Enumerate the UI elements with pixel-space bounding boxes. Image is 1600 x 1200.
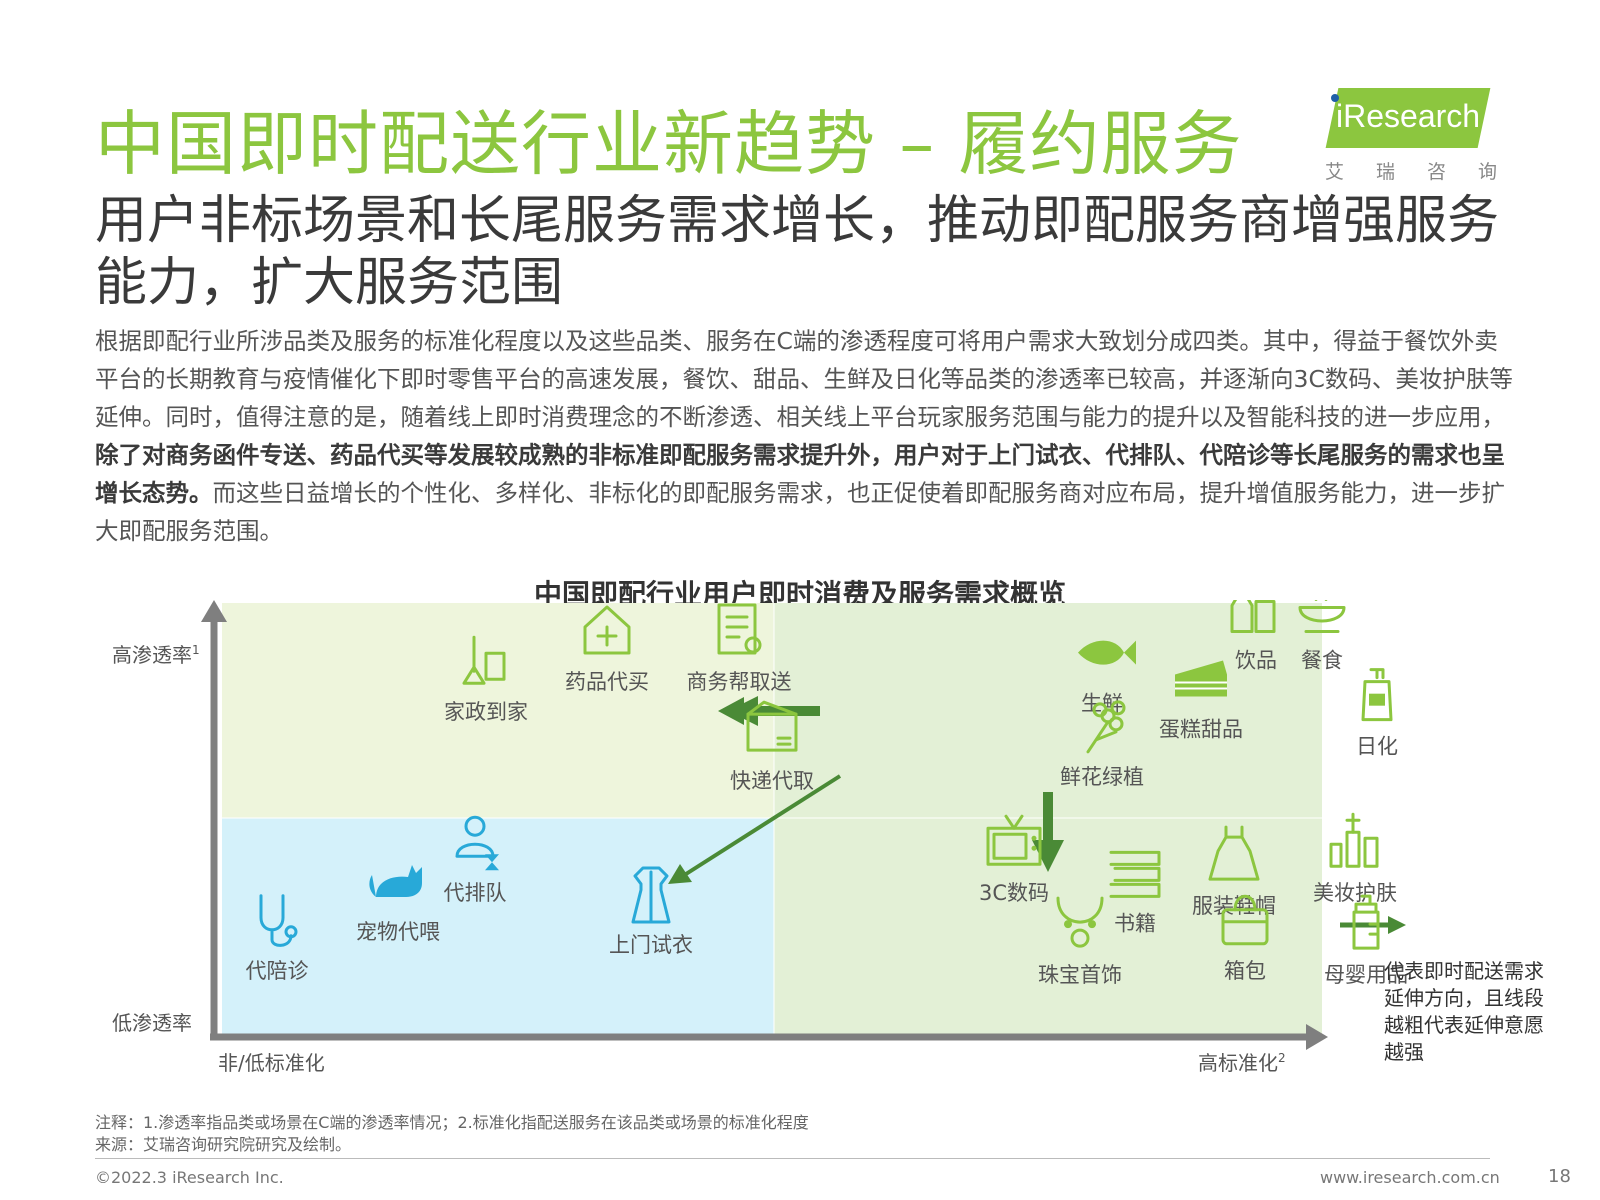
chart-item-label: 药品代买 [565,670,649,694]
website-url: www.iresearch.com.cn [1320,1168,1500,1187]
chart-item-label: 箱包 [1224,959,1266,983]
page-subtitle: 用户非标场景和长尾服务需求增长，推动即配服务商增强服务能力，扩大服务范围 [95,191,1500,313]
stethoscope-icon [259,894,298,947]
chart-item-label: 代陪诊 [246,959,309,983]
quadrant-bottom-left [222,818,774,1034]
page-number: 18 [1548,1166,1571,1187]
chart-item-label: 蛋糕甜品 [1159,717,1243,741]
x-axis-arrow [1306,1024,1328,1050]
cosmetics-icon [1329,812,1379,868]
tv-icon [986,814,1042,866]
jewelry-icon [1056,896,1104,948]
body-text-part1: 根据即配行业所涉品类及服务的标准化程度以及这些品类、服务在C端的渗透程度可将用户… [95,327,1513,431]
footnote: 注释：1.渗透率指品类或场景在C端的渗透率情况；2.标准化指配送服务在该品类或场… [95,1112,809,1156]
logo-cn-text: 艾瑞咨询 [1325,161,1530,183]
footer-divider [95,1158,1490,1159]
legend-text: 代表即时配送需求延伸方向，且线段越粗代表延伸意愿越强 [1384,959,1544,1064]
chart-item-label: 3C数码 [979,881,1049,905]
baby-bottle-icon [1352,894,1380,950]
quadrant-top-right [774,603,1322,818]
cleaning-icon [462,635,506,685]
chart-item-label: 商务帮取送 [687,670,792,694]
chart-item-label: 代排队 [444,881,507,905]
x-axis-high-label: 高标准化2 [1198,1051,1286,1075]
logo-dot-icon [1331,94,1339,102]
chart-item-label: 珠宝首饰 [1038,963,1122,987]
chart-item-label: 日化 [1356,735,1398,759]
x-axis-low-label: 非/低标准化 [218,1051,325,1075]
bowl-icon [1298,600,1346,633]
body-text-part2: 而这些日益增长的个性化、多样化、非标化的即配服务需求，也正促使着即配服务商对应布… [95,479,1505,545]
cake-icon [1175,660,1227,697]
note-text: 注释：1.渗透率指品类或场景在C端的渗透率情况；2.标准化指配送服务在该品类或场… [95,1113,809,1132]
y-axis-high-label: 高渗透率1 [112,643,200,667]
cat-icon [369,865,422,898]
source-text: 来源：艾瑞咨询研究院研究及绘制。 [95,1135,352,1154]
chart-item-label: 母婴用品 [1324,963,1408,987]
chart-item-label: 快递代取 [730,769,814,793]
chart-item-label: 书籍 [1114,911,1156,935]
bottle-icon [1361,668,1393,722]
chart-item-label: 餐食 [1301,648,1343,672]
logo-text: iResearch [1336,98,1481,134]
flower-icon [1086,700,1126,754]
y-axis-low-label: 低渗透率 [112,1011,192,1035]
queue-icon [455,815,499,871]
chart-item-label: 美妆护肤 [1313,881,1397,905]
pharmacy-icon [583,605,631,655]
quadrant-top-left [222,603,774,818]
iresearch-logo: iResearch [1318,86,1491,152]
fish-icon [1078,640,1136,665]
bag-icon [1221,894,1269,946]
body-text-bold: 除了对商务函件专送、药品代买等发展较成熟的非标准即配服务需求提升外，用户对于上门… [95,441,1505,507]
chart-items: 家政到家药品代买商务帮取送快递代取生鲜饮品餐食蛋糕甜品日化鲜花绿植代陪诊宠物代喂… [246,600,1408,987]
clothing-icon [1208,825,1260,881]
chart-item-label: 上门试衣 [609,933,693,957]
chart-item-label: 鲜花绿植 [1060,765,1144,789]
chart-item-label: 宠物代喂 [356,920,440,944]
document-icon [717,603,762,655]
drinks-icon [1230,600,1276,633]
body-paragraph: 根据即配行业所涉品类及服务的标准化程度以及这些品类、服务在C端的渗透程度可将用户… [95,322,1515,550]
dress-icon [631,866,671,924]
parcel-icon [746,700,798,752]
y-axis-arrow [201,600,227,622]
copyright: ©2022.3 iResearch Inc. [95,1168,284,1187]
page-title: 中国即时配送行业新趋势 – 履约服务 [95,103,1243,185]
books-icon [1109,850,1161,898]
trend-arrow-diagonal [684,774,842,876]
chart-item-label: 家政到家 [444,700,528,724]
quadrant-chart: 高渗透率1 低渗透率 非/低标准化 高标准化2 家政到家 药品代买 商务帮取送快递代… [112,600,1408,1075]
chart-item-label: 饮品 [1235,648,1277,672]
